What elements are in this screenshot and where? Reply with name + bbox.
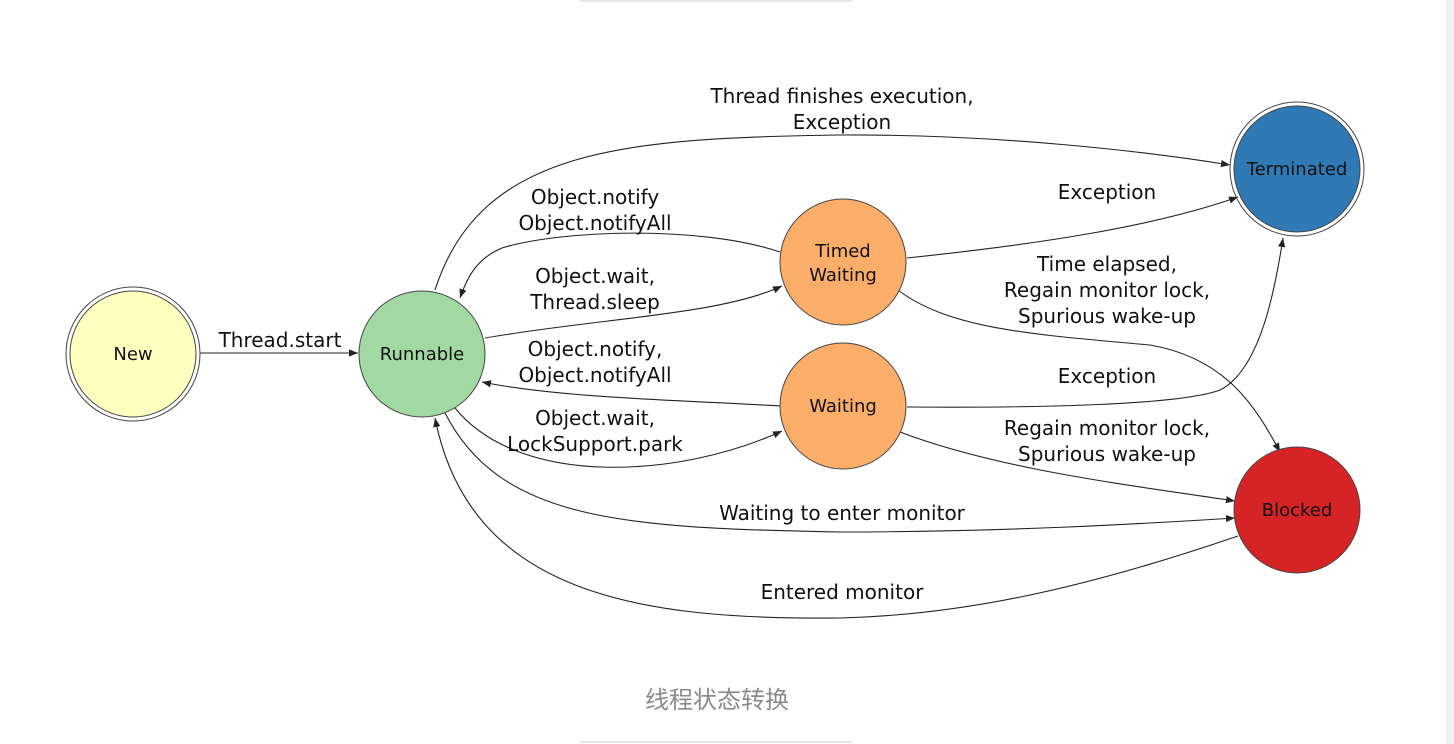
edge-timed-waiting-exception: Exception — [906, 180, 1239, 259]
edge-waiting-exception: Exception — [906, 237, 1286, 408]
edge-label-tw-elapsed-3: Spurious wake-up — [1018, 304, 1196, 328]
edge-label-tw-exception: Exception — [1058, 180, 1156, 204]
edge-label-tw-elapsed-1: Time elapsed, — [1036, 252, 1177, 276]
node-timed-waiting: Timed Waiting — [779, 198, 907, 326]
edge-label-w-regain-1: Regain monitor lock, — [1004, 416, 1210, 440]
node-runnable-label: Runnable — [380, 344, 464, 365]
edge-label-tw-wait-1: Object.wait, — [535, 264, 655, 288]
edge-label-tw-notify-2: Object.notifyAll — [518, 211, 671, 235]
bottom-divider — [580, 741, 852, 743]
node-blocked-circle — [1233, 446, 1361, 574]
edge-label-tw-wait-2: Thread.sleep — [529, 290, 660, 314]
edge-label-entered-monitor: Entered monitor — [761, 580, 925, 604]
edge-thread-start: Thread.start — [200, 328, 358, 357]
node-new: New — [65, 286, 201, 422]
edge-label-wait-monitor: Waiting to enter monitor — [719, 501, 966, 525]
node-new-circle — [69, 290, 197, 418]
node-timed-waiting-label-2: Waiting — [809, 265, 877, 286]
edge-label-w-regain-2: Spurious wake-up — [1018, 442, 1196, 466]
edge-label-finishes-1: Thread finishes execution, — [709, 84, 973, 108]
edge-waiting-to-enter-monitor: Waiting to enter monitor — [444, 412, 1236, 533]
node-terminated: Terminated — [1229, 101, 1365, 237]
edge-label-w-notify-2: Object.notifyAll — [518, 363, 671, 387]
node-new-label: New — [113, 344, 152, 365]
node-waiting: Waiting — [779, 342, 907, 470]
node-runnable-circle — [358, 290, 486, 418]
edge-waiting-notify: Object.notify, Object.notifyAll — [481, 337, 781, 407]
figure-caption: 线程状态转换 — [645, 686, 789, 714]
edge-label-thread-start: Thread.start — [218, 328, 342, 352]
edge-waiting-regain: Regain monitor lock, Spurious wake-up — [899, 416, 1236, 504]
edge-label-finishes-2: Exception — [793, 110, 891, 134]
right-edge-bar — [1446, 0, 1454, 744]
node-waiting-label: Waiting — [809, 396, 877, 417]
node-timed-waiting-circle — [779, 198, 907, 326]
edge-label-tw-notify-1: Object.notify — [531, 185, 659, 209]
edge-label-tw-elapsed-2: Regain monitor lock, — [1004, 278, 1210, 302]
edge-entered-monitor: Entered monitor — [433, 417, 1239, 619]
node-runnable: Runnable — [358, 290, 486, 418]
edge-label-w-wait-2: LockSupport.park — [507, 432, 683, 456]
node-waiting-circle — [779, 342, 907, 470]
node-blocked-label: Blocked — [1262, 500, 1333, 521]
edge-waiting-wait: Object.wait, LockSupport.park — [454, 406, 783, 468]
node-terminated-circle — [1233, 105, 1361, 233]
edge-timed-waiting-elapsed: Time elapsed, Regain monitor lock, Spuri… — [897, 252, 1281, 453]
edge-label-w-wait-1: Object.wait, — [535, 406, 655, 430]
top-divider — [580, 0, 852, 2]
node-timed-waiting-label-1: Timed — [814, 241, 870, 262]
edge-label-w-notify-1: Object.notify, — [528, 337, 663, 361]
edge-timed-waiting-notify: Object.notify Object.notifyAll — [459, 185, 781, 299]
node-blocked: Blocked — [1233, 446, 1361, 574]
node-terminated-label: Terminated — [1246, 159, 1348, 180]
edge-timed-waiting-wait: Object.wait, Thread.sleep — [484, 264, 783, 339]
edge-finishes-execution: Thread finishes execution, Exception — [434, 84, 1231, 291]
edge-label-w-exception: Exception — [1058, 364, 1156, 388]
